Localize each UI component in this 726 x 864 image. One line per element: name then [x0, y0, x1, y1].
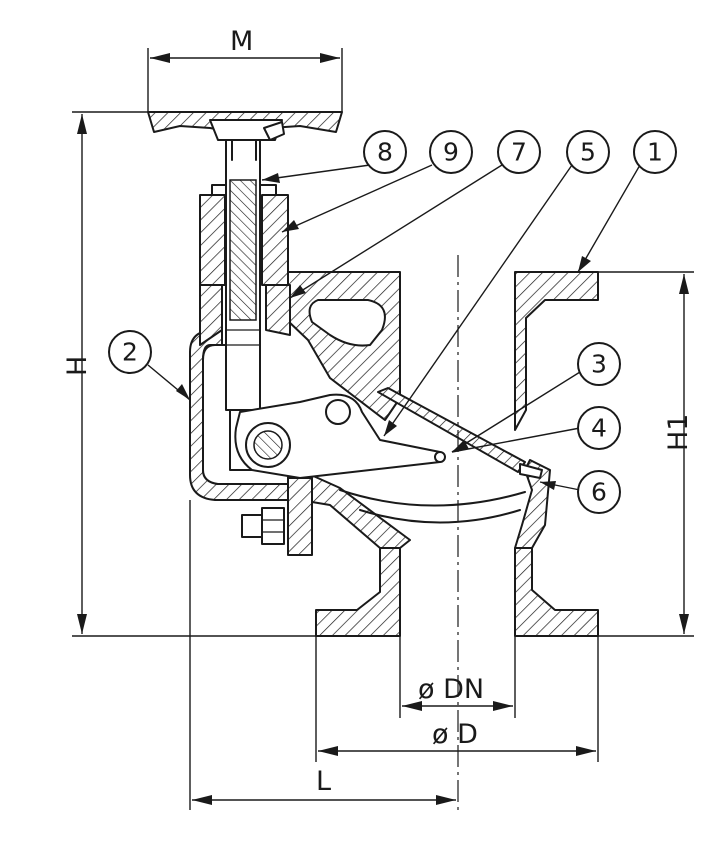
balloon-6: 6	[577, 470, 621, 514]
dim-label-d: ø D	[432, 719, 478, 750]
balloon-label-6: 6	[591, 478, 607, 507]
balloon-label-8: 8	[377, 138, 393, 167]
gland-right	[261, 194, 289, 286]
side-flange	[287, 477, 313, 556]
balloon-9: 9	[429, 130, 473, 174]
dim-label-l: L	[316, 766, 331, 797]
arm-hole	[325, 399, 351, 425]
leader-lines	[147, 164, 641, 491]
dim-label-dn: ø DN	[418, 674, 484, 705]
balloon-8: 8	[363, 130, 407, 174]
stem-housing-right	[265, 284, 291, 336]
handwheel-pin	[263, 121, 285, 141]
balloon-label-5: 5	[580, 138, 596, 167]
disc-seal	[519, 463, 543, 479]
balloon-1: 1	[633, 130, 677, 174]
body-cavity	[308, 299, 386, 347]
body-bowl-left	[299, 469, 411, 549]
bottom-flange-left	[315, 547, 401, 637]
handwheel[interactable]	[147, 111, 343, 161]
bolt-head	[261, 507, 285, 545]
balloon-label-9: 9	[443, 138, 459, 167]
bolt-nut	[241, 514, 263, 538]
bottom-flange-right	[514, 547, 599, 637]
top-flange-right	[514, 271, 599, 431]
bonnet	[189, 284, 291, 501]
balloon-label-3: 3	[591, 350, 607, 379]
dimension-lines	[72, 48, 694, 810]
seat-line-lower	[359, 509, 521, 524]
handwheel-hub	[209, 119, 283, 141]
disc-arm	[234, 393, 446, 479]
gland-left	[199, 194, 226, 286]
balloon-7: 7	[497, 130, 541, 174]
balloon-label-2: 2	[122, 338, 138, 367]
seat-line	[339, 489, 526, 507]
balloon-2: 2	[108, 330, 152, 374]
balloon-3: 3	[577, 342, 621, 386]
stem-thread	[229, 179, 257, 321]
balloon-label-4: 4	[591, 414, 607, 443]
dim-label-h1: H1	[663, 414, 694, 451]
balloon-label-1: 1	[647, 138, 663, 167]
handwheel-spokes	[231, 139, 257, 161]
balloon-label-7: 7	[511, 138, 527, 167]
stem	[225, 139, 261, 411]
dim-label-m: M	[230, 26, 253, 57]
disc-plate	[377, 387, 526, 473]
balloon-5: 5	[566, 130, 610, 174]
dim-label-h: H	[62, 356, 93, 376]
disc	[377, 387, 543, 479]
disc-nut	[434, 451, 446, 463]
balloon-4: 4	[577, 406, 621, 450]
